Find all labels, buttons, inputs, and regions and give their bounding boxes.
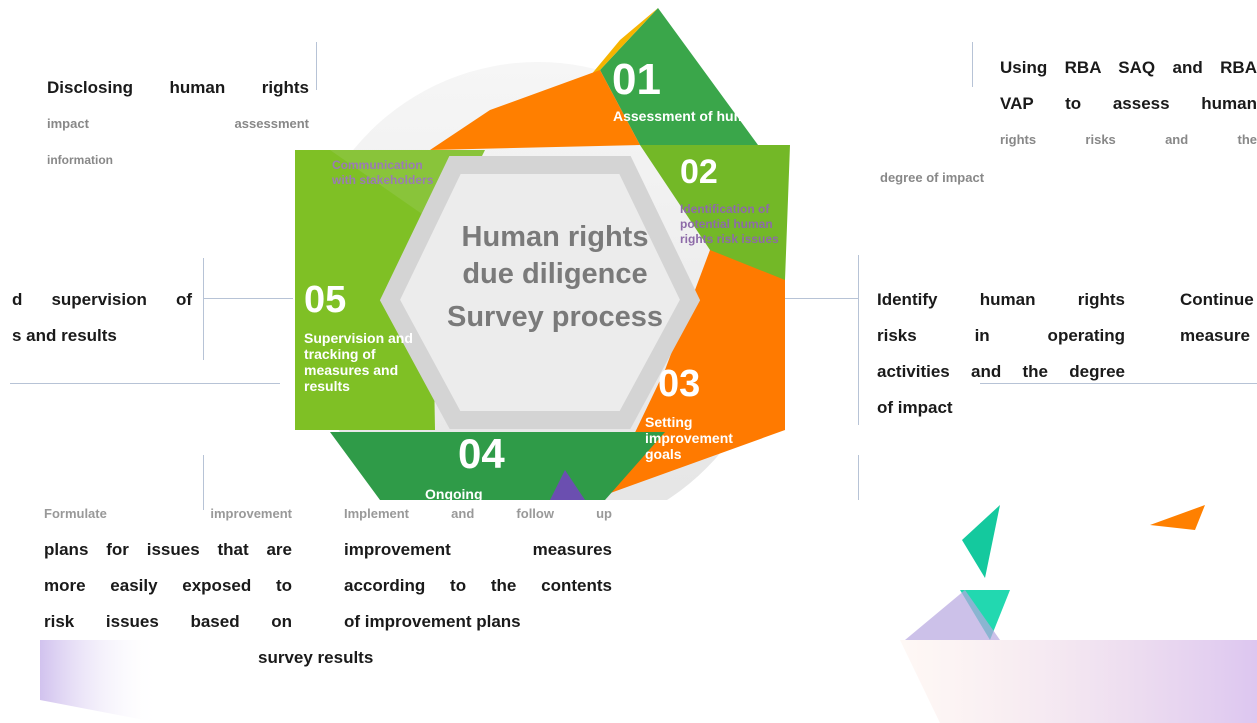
connector-line <box>858 455 859 500</box>
desc-line: Using RBA SAQ and RBA <box>1000 58 1257 77</box>
desc-top-right-tail: degree of impact <box>880 170 985 185</box>
desc-line: improvement measures <box>344 540 612 559</box>
desc-mid-right: Identify human rights risks in operating… <box>877 282 1125 426</box>
desc-line: s and results <box>12 326 117 345</box>
center-title-line2: due diligence <box>462 258 648 290</box>
desc-bottom-left: Formulate improvement plans for issues t… <box>44 496 292 640</box>
step-03-label: Setting improvement goals <box>645 414 733 462</box>
step-06-label: Communication with stakeholders <box>332 158 434 187</box>
lavender-band-right <box>900 640 1257 723</box>
desc-line: information <box>47 153 113 167</box>
segment-05 <box>295 150 435 430</box>
connector-line <box>972 42 973 87</box>
desc-top-right: Using RBA SAQ and RBA VAP to assess huma… <box>1000 50 1257 158</box>
step-05-number: 05 <box>304 279 347 321</box>
desc-line: plans for issues that are <box>44 540 292 559</box>
desc-line: Identify human rights <box>877 290 1125 309</box>
connector-line <box>203 258 204 360</box>
desc-line: measure <box>1180 326 1250 345</box>
desc-far-right: Continue measure <box>1180 282 1257 354</box>
lavender-shard <box>905 590 1000 640</box>
step-01-number: 01 <box>612 55 661 104</box>
step-05-label: Supervision and tracking of measures and… <box>304 330 413 394</box>
desc-line: Disclosing human rights <box>47 78 309 97</box>
desc-line: more easily exposed to <box>44 576 292 595</box>
desc-line: Formulate improvement <box>44 506 292 521</box>
teal-shard-small <box>962 505 1000 578</box>
center-title-line1: Human rights <box>461 221 649 253</box>
divider-line <box>980 383 1257 384</box>
segment-04 <box>330 432 665 500</box>
desc-line: activities and the degree <box>877 362 1125 381</box>
desc-line: according to the contents <box>344 576 612 595</box>
desc-line: d supervision of <box>12 290 192 309</box>
connector-line <box>203 298 293 299</box>
connector-line <box>203 455 204 510</box>
connector-line <box>858 255 859 425</box>
segment-01 <box>600 8 758 145</box>
step-02-label: Identification of potential human rights… <box>680 202 779 246</box>
desc-top-left: Disclosing human rights impact assessmen… <box>47 70 309 178</box>
lavender-band-left <box>40 640 160 723</box>
cycle-diagram <box>295 8 790 500</box>
connector-line <box>784 298 858 299</box>
step-03-number: 03 <box>658 363 701 405</box>
step-01-label: Assessment of human rights risks and deg… <box>613 108 806 124</box>
desc-line: risks in operating <box>877 326 1125 345</box>
desc-line: Implement and follow up <box>344 506 612 521</box>
step-04-label: Ongoing <box>425 486 483 502</box>
center-title-line3: Survey process <box>446 301 663 333</box>
purple-triangle <box>550 470 585 500</box>
orange-shard-right <box>1150 505 1205 530</box>
desc-line: Continue <box>1180 290 1254 309</box>
desc-line: of improvement plans <box>344 612 521 631</box>
connector-line <box>316 42 317 90</box>
desc-mid-left: d supervision of s and results <box>12 282 192 354</box>
desc-line: impact assessment <box>47 116 309 131</box>
center-hexagon <box>379 156 701 429</box>
desc-bottom-left-tail: survey results <box>258 648 374 667</box>
desc-line: VAP to assess human <box>1000 94 1257 113</box>
divider-line <box>10 383 280 384</box>
desc-bottom-mid: Implement and follow up improvement meas… <box>344 496 612 640</box>
step-04-number: 04 <box>458 430 505 477</box>
desc-line: rights risks and the <box>1000 132 1257 147</box>
desc-line: risk issues based on <box>44 612 292 631</box>
desc-line: of impact <box>877 398 953 417</box>
step-02-number: 02 <box>680 153 718 191</box>
segment-06 <box>430 70 640 150</box>
